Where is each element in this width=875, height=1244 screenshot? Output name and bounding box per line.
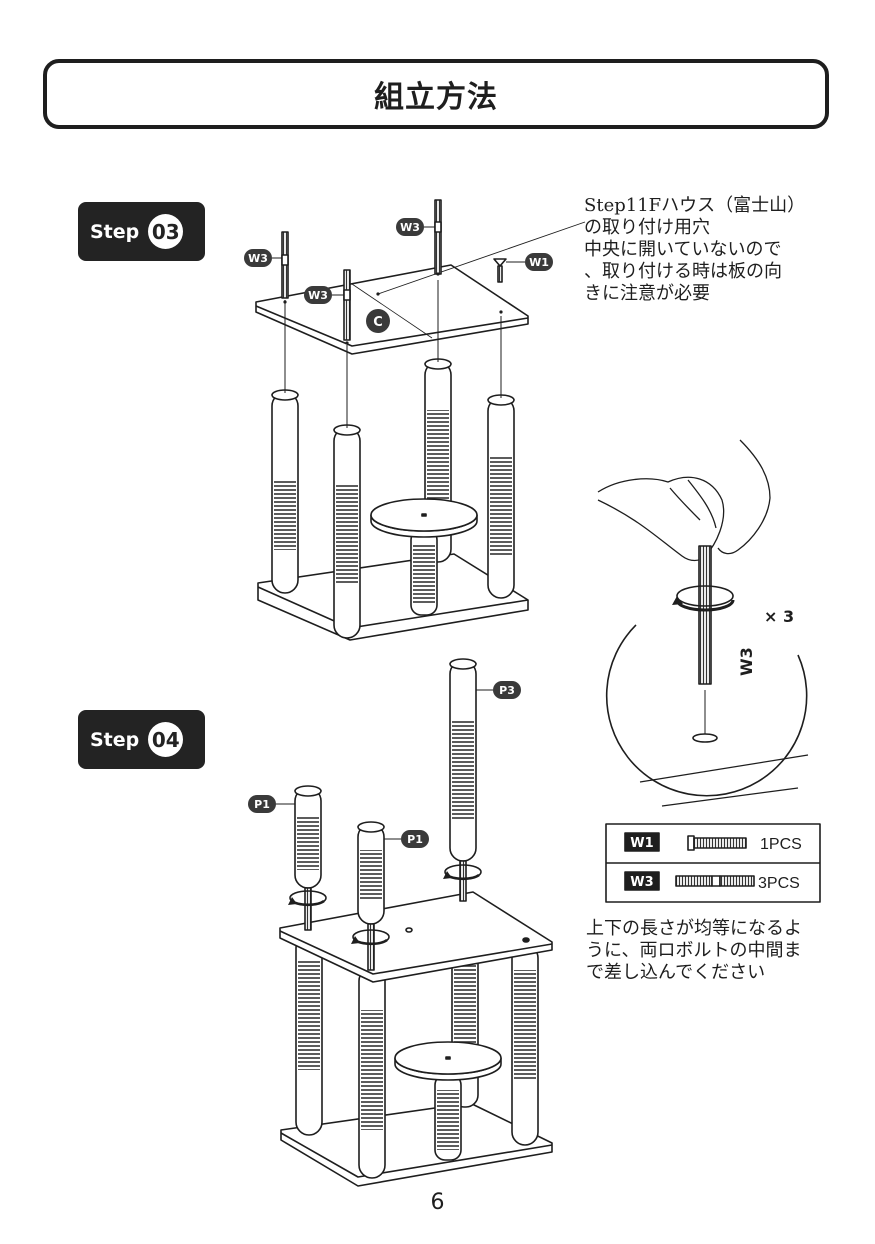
label-c: C (373, 315, 383, 330)
multiplier-text: × 3 (764, 607, 794, 626)
label-p3: P3 (499, 684, 515, 697)
title-box: 組立方法 (43, 59, 829, 129)
label-leaders (272, 226, 525, 840)
table-code-w1: W1 (630, 836, 653, 851)
label-w3: W3 (400, 221, 420, 234)
step04-new-posts (289, 658, 482, 971)
label-p1: P1 (254, 798, 270, 811)
step-04-badge: Step 04 (78, 710, 205, 769)
step04-base-board (280, 1102, 553, 1187)
table-code-w3: W3 (630, 875, 653, 890)
table-qty-w1: 1PCS (760, 836, 802, 853)
part-label-bubbles (244, 218, 553, 848)
step-number: 03 (148, 214, 184, 249)
inset-bolt-label: W3 (737, 647, 756, 676)
page-number: 6 (430, 1190, 445, 1215)
page-title: 組立方法 (374, 80, 498, 115)
step-word: Step (90, 220, 140, 243)
label-w3: W3 (248, 252, 268, 265)
step04-platform (394, 1041, 502, 1081)
step04-note: 上下の長さが均等になるよ うに、両ロボルトの中間ま で差し込んでください (586, 918, 802, 983)
step03-top-board (255, 264, 529, 355)
step-number: 04 (148, 722, 184, 757)
step03-platform (370, 498, 478, 616)
step03-guides (284, 221, 586, 428)
step-word: Step (90, 728, 140, 751)
step04-top-board (279, 891, 553, 983)
inset-hand (597, 439, 771, 562)
parts-table (605, 823, 821, 903)
label-w1: W1 (529, 256, 549, 269)
inset-circle (605, 624, 809, 807)
label-p1: P1 (407, 833, 423, 846)
label-w3: W3 (308, 289, 328, 302)
step-03-badge: Step 03 (78, 202, 205, 261)
table-qty-w3: 3PCS (758, 875, 800, 892)
step03-note: Step11Fハウス（富士山） の取り付け用穴 中央に開いていないので 、取り付… (584, 195, 806, 304)
step03-bolts (281, 199, 507, 341)
